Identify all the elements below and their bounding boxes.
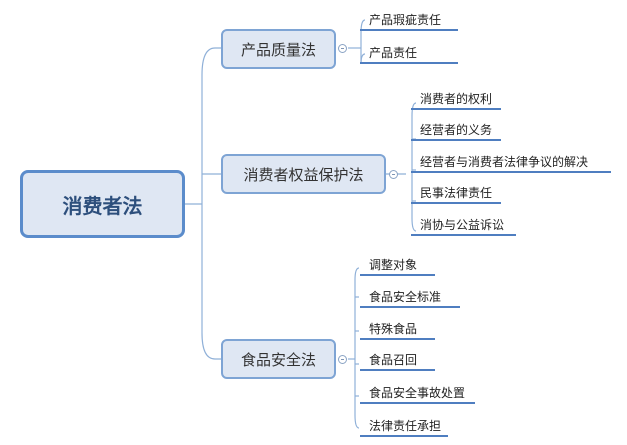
leaf-node[interactable]: 经营者与消费者法律争议的解决 bbox=[411, 151, 611, 173]
leaf-node[interactable]: 法律责任承担 bbox=[360, 415, 448, 437]
leaf-label: 法律责任承担 bbox=[369, 419, 442, 433]
leaf-label: 产品责任 bbox=[369, 46, 418, 60]
leaf-node[interactable]: 民事法律责任 bbox=[411, 182, 501, 204]
leaf-label: 特殊食品 bbox=[369, 322, 418, 336]
leaf-label: 消费者的权利 bbox=[420, 92, 493, 106]
collapse-toggle-icon[interactable] bbox=[338, 44, 347, 53]
leaf-label: 产品瑕疵责任 bbox=[369, 13, 442, 27]
collapse-toggle-icon[interactable] bbox=[389, 170, 398, 179]
root-node[interactable]: 消费者法 bbox=[20, 170, 185, 238]
leaf-node[interactable]: 消协与公益诉讼 bbox=[411, 214, 516, 236]
root-label: 消费者法 bbox=[62, 193, 143, 218]
leaf-node[interactable]: 消费者的权利 bbox=[411, 88, 501, 110]
leaf-node[interactable]: 产品瑕疵责任 bbox=[360, 9, 458, 31]
leaf-label: 经营者的义务 bbox=[420, 123, 493, 137]
leaf-label: 食品召回 bbox=[369, 353, 418, 367]
leaf-node[interactable]: 特殊食品 bbox=[360, 318, 435, 340]
leaf-node[interactable]: 食品安全事故处置 bbox=[360, 382, 475, 404]
branch-node-food-safety[interactable]: 食品安全法 bbox=[221, 339, 336, 379]
leaf-node[interactable]: 产品责任 bbox=[360, 42, 458, 64]
branch-label: 食品安全法 bbox=[240, 350, 316, 369]
collapse-toggle-icon[interactable] bbox=[338, 355, 347, 364]
leaf-node[interactable]: 经营者的义务 bbox=[411, 119, 501, 141]
branch-label: 产品质量法 bbox=[240, 40, 316, 59]
leaf-node[interactable]: 食品安全标准 bbox=[360, 286, 460, 308]
leaf-label: 经营者与消费者法律争议的解决 bbox=[420, 155, 589, 169]
branch-node-product-quality[interactable]: 产品质量法 bbox=[221, 29, 336, 69]
leaf-node[interactable]: 食品召回 bbox=[360, 349, 435, 371]
branch-node-consumer-rights[interactable]: 消费者权益保护法 bbox=[221, 154, 386, 194]
leaf-label: 消协与公益诉讼 bbox=[420, 218, 505, 232]
leaf-label: 民事法律责任 bbox=[420, 186, 493, 200]
leaf-label: 调整对象 bbox=[369, 258, 418, 272]
leaf-label: 食品安全标准 bbox=[369, 290, 442, 304]
leaf-node[interactable]: 调整对象 bbox=[360, 254, 435, 276]
leaf-label: 食品安全事故处置 bbox=[369, 386, 466, 400]
branch-label: 消费者权益保护法 bbox=[243, 165, 364, 184]
